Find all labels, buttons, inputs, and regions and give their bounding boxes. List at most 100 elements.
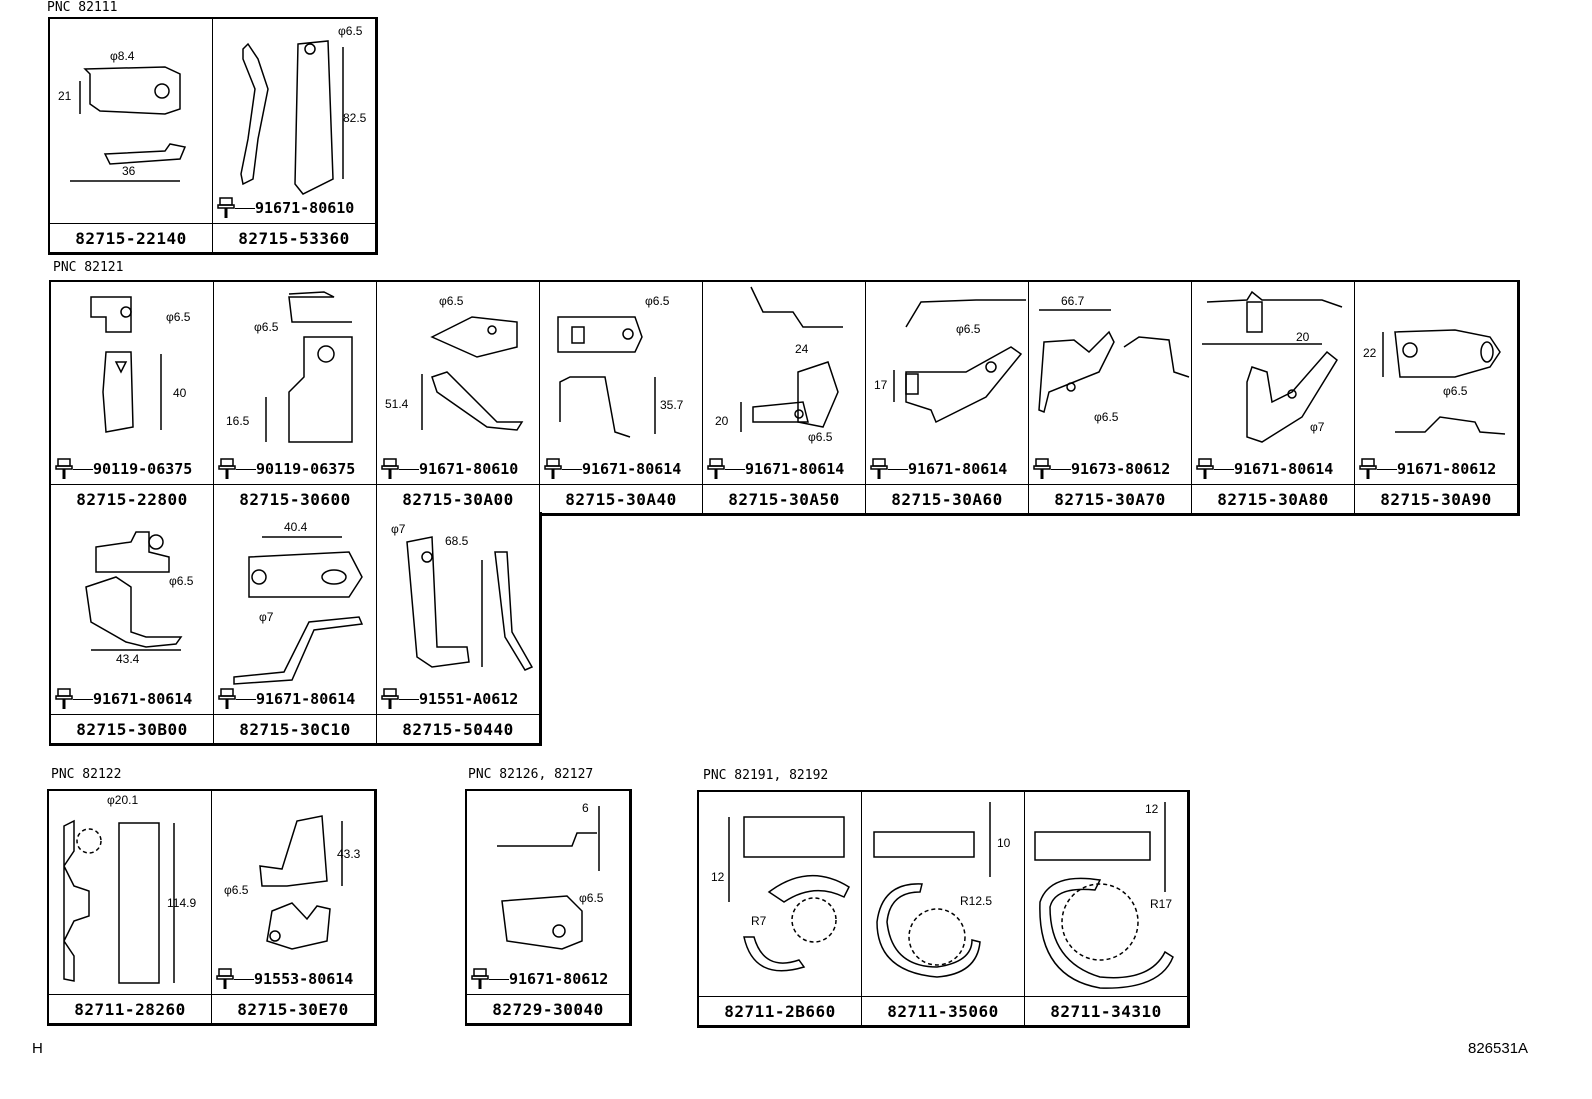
bolt-part-number: 91671-80614 <box>908 460 1008 478</box>
bolt-callout: 91671-80614 <box>544 458 681 480</box>
leader-line <box>73 698 93 700</box>
drawing-cell: 40.4 φ7 91671-80614 <box>214 512 377 715</box>
bolt-with-washer-icon <box>1196 458 1214 479</box>
drawing-cell: 12 R7 <box>699 792 862 997</box>
drawing-cell: 22 φ6.5 91671-80612 <box>1355 282 1518 485</box>
parts-table-82121: φ6.5 40 90119-06375 φ6.5 16.5 90119-0637… <box>49 280 1520 516</box>
parts-table-82122: φ20.1 114.9 φ6.5 43.3 91553-80614 82711-… <box>47 789 377 1026</box>
bolt-callout: 91671-80614 <box>707 458 844 480</box>
dim-label: φ6.5 <box>645 294 670 308</box>
bolt-callout: 91671-80612 <box>471 968 608 990</box>
dim-label: 66.7 <box>1061 294 1085 308</box>
bolt-with-washer-icon <box>1359 458 1377 479</box>
dim-label: φ6.5 <box>338 24 363 38</box>
part-number: 82715-53360 <box>213 224 376 253</box>
group-label-82122: PNC 82122 <box>51 767 122 782</box>
bolt-callout: 91671-80614 <box>218 688 355 710</box>
drawing-cell: 24 20 φ6.5 91671-80614 <box>703 282 866 485</box>
part-number: 82715-22140 <box>50 224 213 253</box>
dim-label: 40 <box>173 386 187 400</box>
bolt-part-number: 91671-80612 <box>509 970 609 988</box>
dim-label: 12 <box>711 870 725 884</box>
dim-label: R17 <box>1150 897 1173 911</box>
dim-label: 51.4 <box>385 397 409 411</box>
drawing-cell: 66.7 φ6.5 91673-80612 <box>1029 282 1192 485</box>
bolt-with-washer-icon <box>1033 458 1051 479</box>
drawing-cell: 20 φ7 91671-80614 <box>1192 282 1355 485</box>
part-number: 82715-30A60 <box>866 485 1029 514</box>
drawing-cell: φ6.5 35.7 91671-80614 <box>540 282 703 485</box>
dim-label: φ7 <box>1310 420 1325 434</box>
part-number: 82711-28260 <box>49 995 212 1024</box>
leader-line <box>399 468 419 470</box>
dim-label: φ6.5 <box>166 310 191 324</box>
dim-label: 20 <box>715 414 729 428</box>
drawing-cell: φ6.5 17 91671-80614 <box>866 282 1029 485</box>
dim-label: 21 <box>58 89 72 103</box>
dim-label: φ20.1 <box>107 793 139 807</box>
bolt-part-number: 91671-80614 <box>745 460 845 478</box>
drawing-cell: φ6.5 43.4 91671-80614 <box>51 512 214 715</box>
dim-label: 82.5 <box>343 111 367 125</box>
bolt-callout: 91673-80612 <box>1033 458 1170 480</box>
part-number: 82715-30600 <box>214 485 377 514</box>
dim-label: 22 <box>1363 346 1377 360</box>
group-label-82121: PNC 82121 <box>53 260 124 275</box>
leader-line <box>1051 468 1071 470</box>
leader-line <box>1214 468 1234 470</box>
dim-label: 10 <box>997 836 1011 850</box>
bolt-part-number: 91553-80614 <box>254 970 354 988</box>
bolt-callout: 90119-06375 <box>55 458 192 480</box>
footer-left-code: H <box>32 1040 43 1057</box>
part-number: 82729-30040 <box>467 995 630 1024</box>
bolt-with-washer-icon <box>381 688 399 709</box>
parts-table-82191-82192: 12 R7 10 R12.5 12 R17 82711-2B660 82711-… <box>697 790 1190 1028</box>
group-label-82126-82127: PNC 82126, 82127 <box>468 767 594 782</box>
part-number: 82711-35060 <box>862 997 1025 1026</box>
bolt-part-number: 91671-80614 <box>1234 460 1334 478</box>
leader-line <box>1377 468 1397 470</box>
dim-label: φ6.5 <box>1094 410 1119 424</box>
bolt-with-washer-icon <box>870 458 888 479</box>
dim-label: 114.9 <box>167 896 197 910</box>
drawing-cell: 12 R17 <box>1025 792 1188 997</box>
bolt-part-number: 91673-80612 <box>1071 460 1171 478</box>
bolt-with-washer-icon <box>55 688 73 709</box>
leader-line <box>725 468 745 470</box>
part-number: 82715-30A40 <box>540 485 703 514</box>
drawing-cell: φ6.5 43.3 91553-80614 <box>212 791 375 995</box>
drawing-cell: 10 R12.5 <box>862 792 1025 997</box>
dim-label: 16.5 <box>226 414 250 428</box>
drawing-cell: φ6.5 40 90119-06375 <box>51 282 214 485</box>
leader-line <box>235 207 255 209</box>
bolt-with-washer-icon <box>218 688 236 709</box>
bolt-part-number: 91551-A0612 <box>419 690 519 708</box>
dim-label: φ6.5 <box>254 320 279 334</box>
dim-label: 24 <box>795 342 809 356</box>
dim-label: 17 <box>874 378 888 392</box>
dim-label: 36 <box>122 164 136 178</box>
drawing-cell: φ7 68.5 91551-A0612 <box>377 512 540 715</box>
dim-label: R7 <box>751 914 767 928</box>
dim-label: φ8.4 <box>110 49 135 63</box>
bolt-callout: 91671-80614 <box>55 688 192 710</box>
dim-label: 43.3 <box>337 847 361 861</box>
leader-line <box>489 978 509 980</box>
dim-label: φ7 <box>391 522 406 536</box>
leader-line <box>73 468 93 470</box>
dim-label: φ6.5 <box>579 891 604 905</box>
part-number: 82715-30A70 <box>1029 485 1192 514</box>
parts-table-82126-82127: 6 φ6.5 91671-80612 82729-30040 <box>465 789 632 1026</box>
dim-label: φ6.5 <box>1443 384 1468 398</box>
bolt-with-washer-icon <box>471 968 489 989</box>
bolt-part-number: 91671-80614 <box>582 460 682 478</box>
part-number: 82715-22800 <box>51 485 214 514</box>
part-number: 82715-30A90 <box>1355 485 1518 514</box>
leader-line <box>236 698 256 700</box>
drawing-cell: 6 φ6.5 91671-80612 <box>467 791 630 995</box>
drawing-cell: φ6.5 82.5 91671-80610 <box>213 19 376 224</box>
dim-label: 12 <box>1145 802 1159 816</box>
dim-label: φ6.5 <box>439 294 464 308</box>
dim-label: 35.7 <box>660 398 684 412</box>
bolt-callout: 91671-80614 <box>870 458 1007 480</box>
